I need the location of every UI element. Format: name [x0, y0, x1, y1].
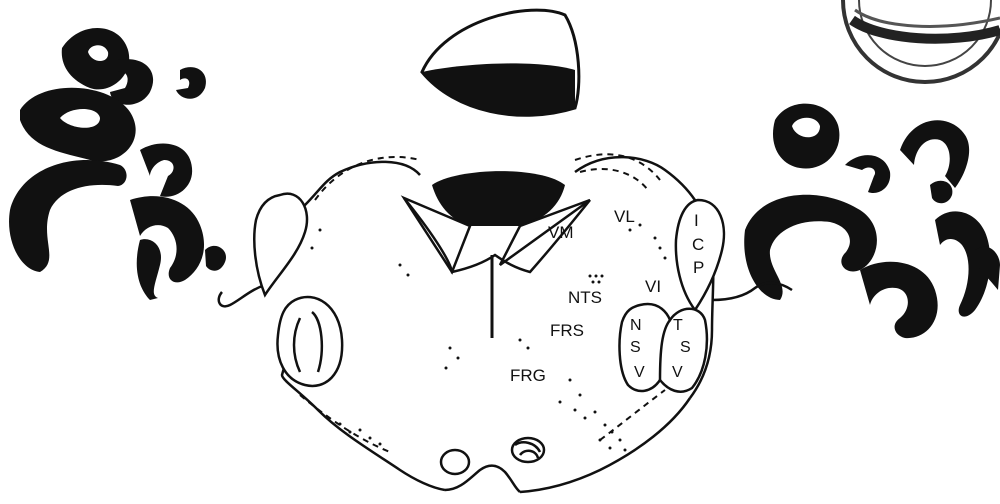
- label-nsv-s: S: [630, 339, 641, 356]
- label-frs: FRS: [550, 321, 584, 340]
- label-nts: NTS: [568, 288, 602, 307]
- left-decorative-script: [9, 28, 226, 300]
- label-frg: FRG: [510, 366, 546, 385]
- left-trigeminal-nucleus: [277, 297, 342, 386]
- label-icp-p: P: [693, 258, 704, 277]
- bottom-pyramids: [441, 438, 544, 474]
- fourth-ventricle: [404, 171, 590, 338]
- label-nsv-v: V: [634, 364, 645, 381]
- right-decorative-script: [744, 104, 1000, 339]
- icp-structure: [676, 200, 724, 310]
- label-tsv-s: S: [680, 339, 691, 356]
- label-nsv-n: N: [630, 317, 642, 334]
- top-lens-structure: [422, 10, 579, 115]
- left-peduncle: [254, 194, 307, 295]
- stamp-seal: [843, 0, 1000, 82]
- label-tsv-t: T: [673, 317, 683, 334]
- label-icp-i: I: [694, 211, 699, 230]
- label-vm: VM: [548, 223, 574, 242]
- label-vl: VL: [614, 207, 635, 226]
- label-tsv-v: V: [672, 364, 683, 381]
- label-vi: VI: [645, 277, 661, 296]
- label-icp-c: C: [692, 235, 704, 254]
